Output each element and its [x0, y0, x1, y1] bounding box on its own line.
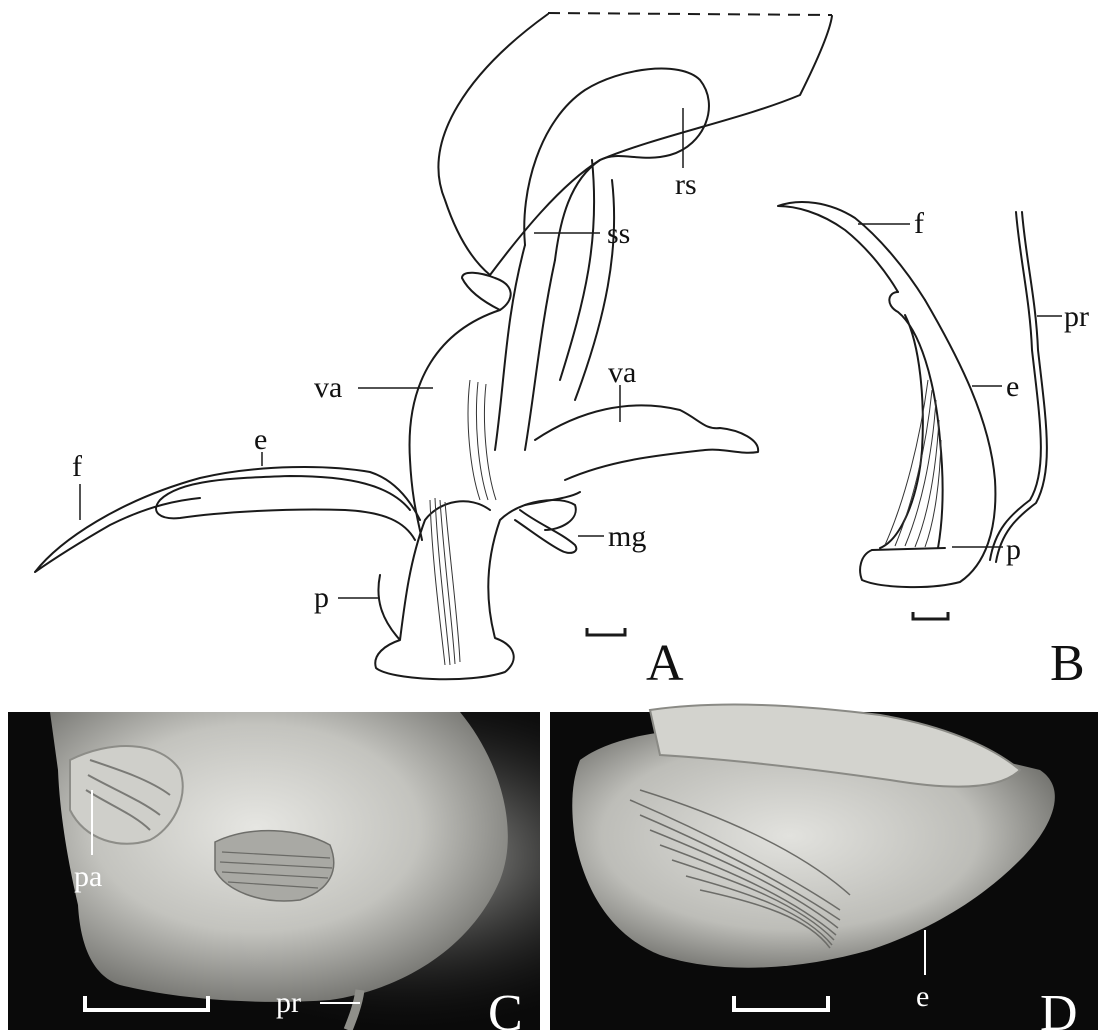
- panel-a: [35, 13, 832, 679]
- panel-b-flagellum: [778, 202, 925, 300]
- panel-a-upper-sheet: [439, 14, 832, 275]
- panel-a-fibers: [430, 380, 496, 665]
- panel-b-label-f: f: [914, 207, 924, 240]
- panel-b-label-p: p: [1006, 533, 1021, 566]
- panel-b-scale-bar: [913, 612, 948, 619]
- panel-d-letter: D: [1040, 985, 1078, 1030]
- panel-a-label-va-right: va: [608, 356, 636, 389]
- panel-b-outer: [860, 300, 995, 587]
- panel-a-mucus-glands: [515, 492, 580, 553]
- panel-d-label-e: e: [916, 980, 929, 1013]
- panel-a-label-rs: rs: [675, 168, 697, 201]
- panel-b-fibers: [885, 380, 941, 547]
- panel-a-leader-lines: [80, 108, 683, 598]
- panel-b-label-e: e: [1006, 370, 1019, 403]
- panel-d-photo: [550, 705, 1098, 1030]
- panel-b-letter: B: [1050, 635, 1085, 692]
- panel-a-va-right: [535, 405, 758, 480]
- panel-b-label-pr: pr: [1064, 300, 1089, 333]
- panel-a-label-va-left: va: [314, 371, 342, 404]
- panel-c-label-pa: pa: [74, 860, 102, 893]
- panel-a-label-f: f: [72, 450, 82, 483]
- panel-a-scale-bar: [587, 628, 625, 635]
- panel-a-label-ss: ss: [607, 217, 630, 250]
- panel-a-upper-dashed-edge: [548, 13, 832, 15]
- panel-a-label-e: e: [254, 423, 267, 456]
- panel-c-label-pr: pr: [276, 986, 301, 1019]
- panel-a-stalk: [495, 160, 614, 450]
- panel-a-label-mg: mg: [608, 520, 646, 553]
- panel-a-left-arm: [35, 467, 420, 572]
- panel-c-letter: C: [488, 985, 523, 1030]
- panel-a-letter: A: [646, 635, 684, 692]
- panel-a-label-p: p: [314, 581, 329, 614]
